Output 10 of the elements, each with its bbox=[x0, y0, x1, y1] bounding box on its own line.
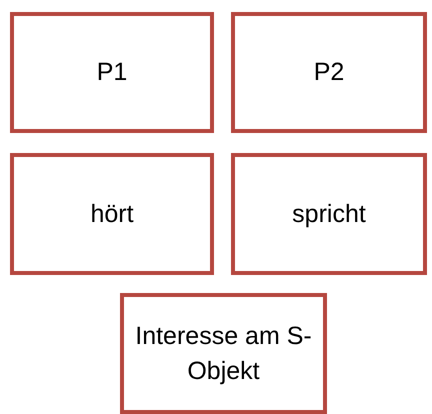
box-label: P1 bbox=[96, 57, 128, 88]
text-box bbox=[10, 12, 214, 133]
box-label: spricht bbox=[292, 198, 366, 230]
box-label: hört bbox=[90, 198, 134, 230]
text-box bbox=[231, 153, 427, 275]
text-box bbox=[120, 293, 327, 414]
text-box bbox=[10, 153, 214, 275]
box-label: P2 bbox=[314, 57, 344, 88]
box-label: Interesse am S-Objekt bbox=[135, 320, 312, 386]
text-box bbox=[231, 12, 427, 133]
